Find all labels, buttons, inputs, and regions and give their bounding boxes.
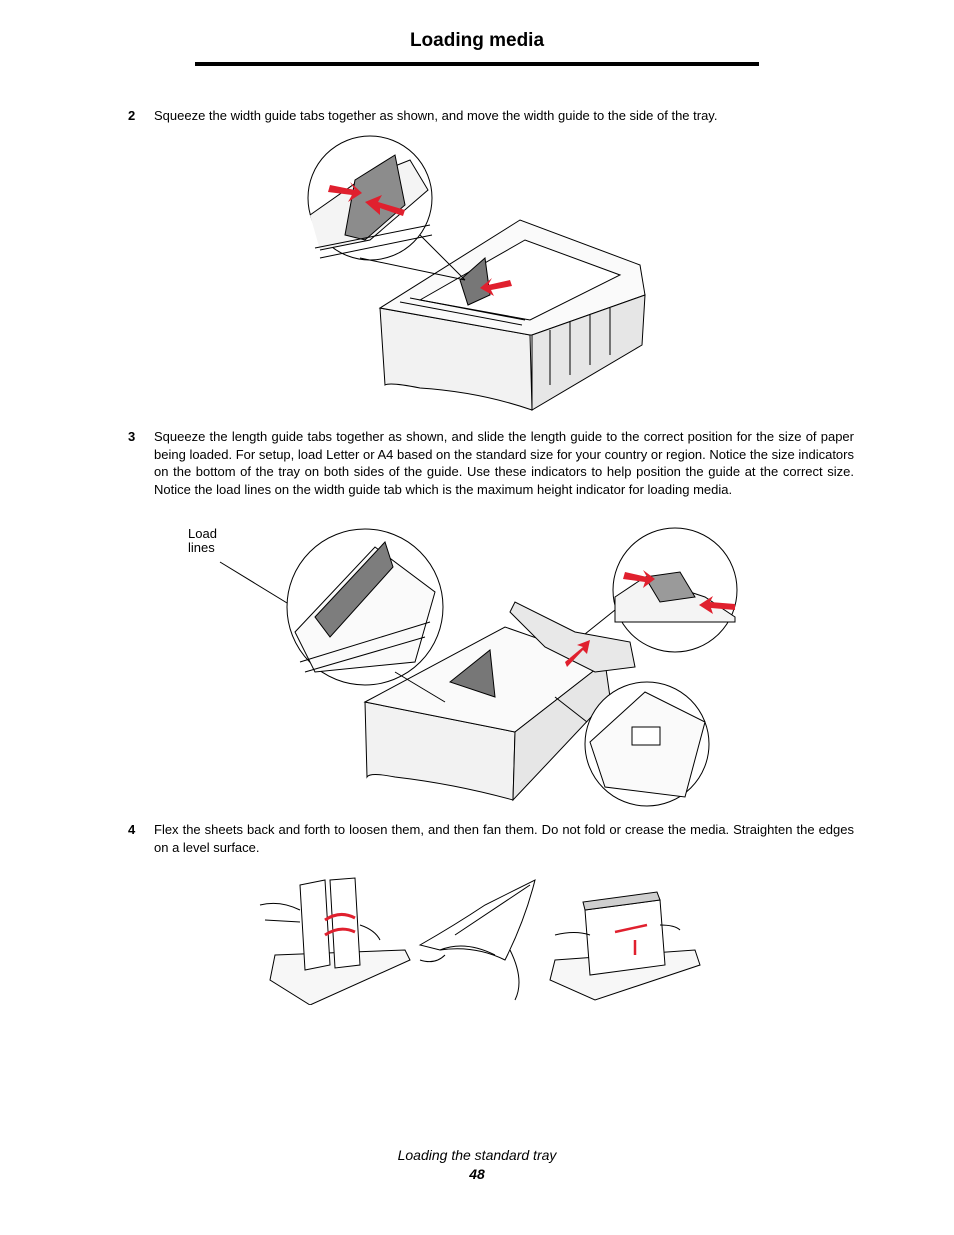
step-text: Flex the sheets back and forth to loosen…: [154, 822, 854, 855]
step-text: Squeeze the width guide tabs together as…: [154, 108, 718, 123]
page-title: Loading media: [409, 30, 545, 51]
length-guide-illustration: [219, 527, 738, 807]
width-guide-illustration: [307, 135, 646, 411]
step-number: 3: [128, 429, 136, 444]
load-lines-label: Load lines: [188, 526, 217, 555]
footer-section-title: Loading the standard tray: [397, 1147, 557, 1163]
header-rule: [195, 62, 759, 66]
page-number: 48: [469, 1166, 485, 1182]
step-number: 4: [128, 822, 136, 837]
step-number: 2: [128, 108, 136, 123]
step-text: Squeeze the length guide tabs together a…: [154, 429, 854, 497]
flex-fan-paper-illustration: [259, 877, 701, 1005]
